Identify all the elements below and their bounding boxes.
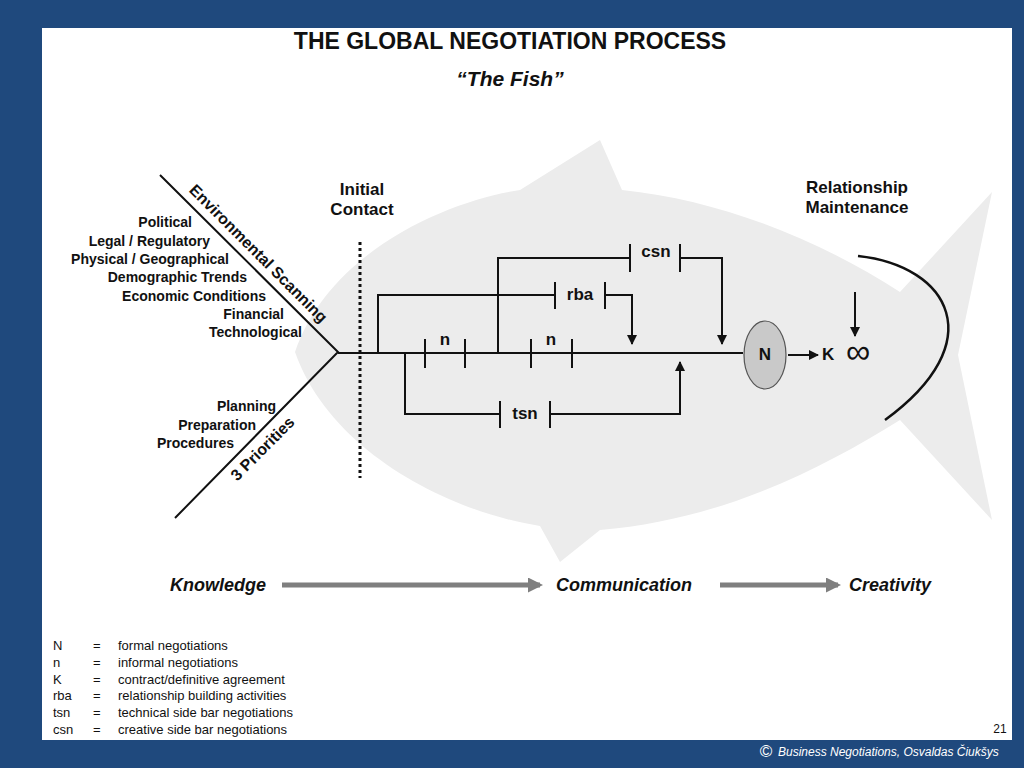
- legend-entry: n: [53, 655, 60, 670]
- tick-marks: [425, 244, 680, 428]
- diagram-label: Procedures: [157, 435, 234, 451]
- copyright-footer: ©: [760, 742, 773, 762]
- diagram-label: Technological: [209, 324, 302, 340]
- diagram-label: ∞: [846, 332, 870, 371]
- bracket-arrow: [680, 258, 722, 344]
- diagram-label: Knowledge: [170, 575, 266, 596]
- diagram-label: Communication: [556, 575, 692, 596]
- diagram-label: Demographic Trends: [108, 269, 247, 285]
- legend-entry: =: [93, 689, 101, 704]
- diagram-label: “The Fish”: [456, 67, 563, 91]
- slide-panel: [42, 28, 1012, 740]
- legend-entry: technical side bar negotiations: [118, 706, 293, 721]
- diagram-label: Legal / Regulatory: [89, 233, 210, 249]
- maintenance-arrow: [854, 292, 856, 336]
- legend-entry: rba: [53, 689, 72, 704]
- legend-entry: N: [53, 639, 62, 654]
- negotiation-ellipse: N: [743, 320, 787, 390]
- bracket-arrow: [550, 362, 680, 414]
- diagram-label: Planning: [217, 398, 276, 414]
- legend-entry: csn: [53, 723, 73, 738]
- legend-entry: =: [93, 723, 101, 738]
- diagram-label: Preparation: [178, 417, 256, 433]
- bracket-arrow: [605, 295, 632, 344]
- diagram-label: n: [440, 330, 450, 350]
- legend-entry: =: [93, 655, 101, 670]
- tick-mark: [464, 339, 466, 368]
- diagram-label: tsn: [512, 404, 538, 424]
- legend-entry: =: [93, 639, 101, 654]
- contract-arrow: [788, 354, 818, 356]
- bracket-line: [405, 353, 500, 414]
- legend-entry: relationship building activities: [118, 689, 286, 704]
- progress-arrow: [282, 583, 540, 588]
- bracket-line: [378, 295, 555, 353]
- diagram-label: n: [546, 330, 556, 350]
- initial-contact-line: [359, 242, 362, 478]
- legend-entry: =: [93, 672, 101, 687]
- backbone-line: [338, 352, 743, 354]
- bracket-line: [498, 258, 630, 353]
- diagram-label: Creativity: [849, 575, 931, 596]
- diagram-label: rba: [567, 285, 593, 305]
- legend-entry: formal negotiations: [118, 639, 228, 654]
- legend-entry: K: [53, 672, 62, 687]
- diagram-label: K: [822, 345, 834, 365]
- tick-mark: [424, 339, 426, 368]
- tick-mark: [530, 339, 532, 368]
- legend-entry: contract/definitive agreement: [118, 672, 285, 687]
- legend-entry: informal negotiations: [118, 655, 238, 670]
- fish-silhouette: [295, 140, 992, 562]
- tail-curve: [858, 256, 948, 420]
- diagram-label: Initial Contact: [317, 180, 407, 219]
- page-number: 21: [993, 723, 1006, 737]
- diagram-label: Political: [138, 214, 192, 230]
- node-label: N: [759, 345, 771, 365]
- diagram-label: Physical / Geographical: [71, 251, 229, 267]
- legend-entry: =: [93, 706, 101, 721]
- tick-mark: [571, 339, 573, 368]
- legend-entry: creative side bar negotiations: [118, 723, 287, 738]
- copyright-footer: Business Negotiations, Osvaldas Čiukšys: [778, 746, 999, 760]
- diagram-label: Financial: [223, 306, 284, 322]
- slide-title: THE GLOBAL NEGOTIATION PROCESS: [294, 28, 726, 54]
- diagram-label: Economic Conditions: [122, 288, 266, 304]
- side-bar-brackets: [378, 258, 855, 414]
- ellipse-shape: [744, 321, 786, 389]
- legend-entry: tsn: [53, 706, 70, 721]
- diagram-label: Relationship Maintenance: [787, 178, 927, 217]
- diagram-label: csn: [641, 242, 670, 262]
- progress-arrow: [720, 583, 838, 588]
